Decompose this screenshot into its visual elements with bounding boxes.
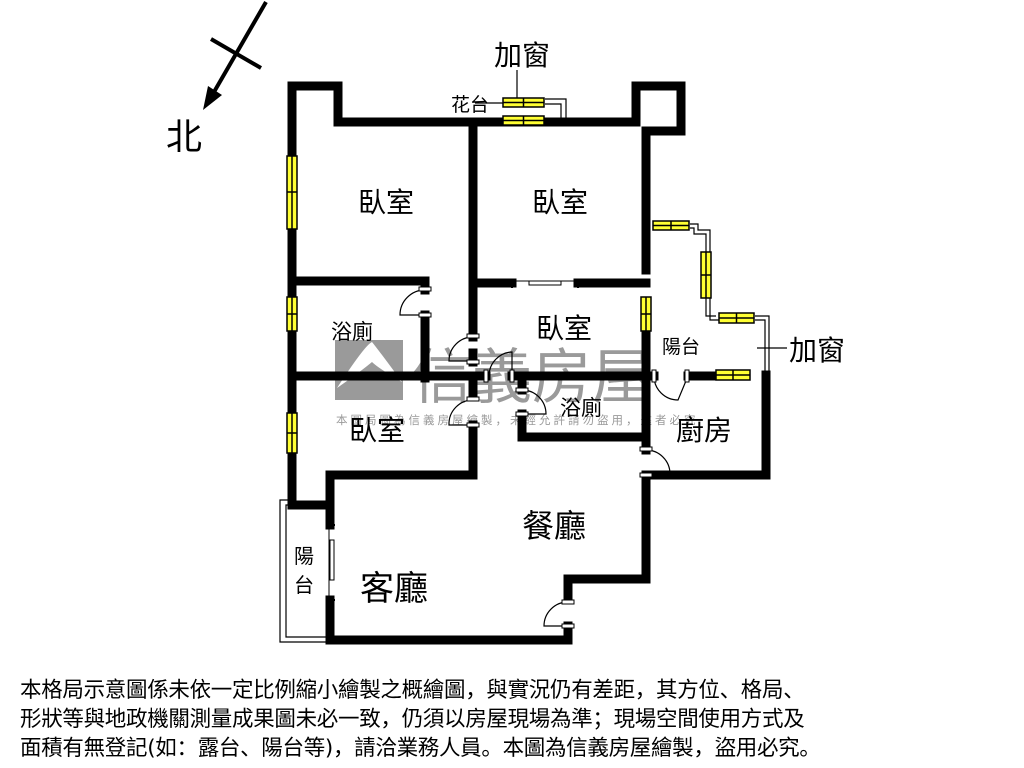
annotations: 加窗 花台 加窗 bbox=[451, 39, 845, 367]
annotation-planter: 花台 bbox=[451, 94, 489, 116]
window-top-outer bbox=[502, 97, 545, 108]
window-left-bathroom bbox=[286, 296, 298, 332]
annotation-add-window-top: 加窗 bbox=[494, 39, 550, 72]
window-bay-bottom bbox=[718, 312, 755, 324]
label-bathroom-center: 浴廁 bbox=[560, 396, 602, 420]
balcony-left-outline bbox=[279, 499, 330, 643]
label-balcony-right: 陽台 bbox=[662, 336, 700, 358]
room-labels: 臥室 臥室 臥室 臥室 浴廁 浴廁 陽台 廚房 餐廳 客廳 陽 台 bbox=[294, 186, 732, 609]
floor-plan: 信義房屋 本圖局圖為信義房屋繪製，未經允許請勿盜用，違者必究 北 bbox=[166, 0, 845, 645]
label-bedroom-top-right: 臥室 bbox=[532, 186, 588, 219]
label-bedroom-bottom-left: 臥室 bbox=[349, 414, 405, 447]
watermark-notice: 本圖局圖為信義房屋繪製，未經允許請勿盜用，違者必究 bbox=[336, 413, 699, 427]
label-bedroom-middle: 臥室 bbox=[536, 312, 592, 345]
door-hall[interactable] bbox=[488, 351, 513, 377]
disclaimer-caption: 本格局示意圖係未依一定比例縮小繪製之概繪圖，與實況仍有差距，其方位、格局、 形狀… bbox=[20, 676, 1020, 763]
door-jambs bbox=[418, 286, 690, 629]
window-bay-top bbox=[652, 220, 690, 231]
label-living-room: 客廳 bbox=[360, 569, 428, 609]
label-balcony-left-2: 台 bbox=[294, 573, 314, 597]
caption-line-3: 面積有無登記(如：露台、陽台等)，請洽業務人員。本圖為信義房屋繪製，盜用必究。 bbox=[20, 736, 821, 761]
window-left-bottom-bedroom bbox=[286, 412, 298, 454]
window-top-inner bbox=[502, 115, 545, 126]
north-arrow-icon: 北 bbox=[166, 0, 268, 158]
window-bay-side bbox=[700, 251, 712, 299]
compass-label: 北 bbox=[166, 117, 202, 158]
window-kitchen bbox=[715, 369, 751, 381]
windows bbox=[286, 97, 755, 454]
bay-window-outline bbox=[690, 223, 787, 375]
caption-line-1: 本格局示意圖係未依一定比例縮小繪製之概繪圖，與實況仍有差距，其方位、格局、 bbox=[20, 678, 805, 703]
label-dining-room: 餐廳 bbox=[522, 507, 586, 545]
label-kitchen: 廚房 bbox=[676, 414, 732, 447]
walls bbox=[287, 81, 771, 645]
watermark-logo-mark bbox=[337, 342, 402, 388]
window-left-top-bedroom bbox=[286, 155, 298, 230]
label-bedroom-top-left: 臥室 bbox=[358, 186, 414, 219]
window-right-middle-bedroom bbox=[640, 296, 652, 332]
label-bathroom-left: 浴廁 bbox=[331, 320, 373, 344]
planter-outline bbox=[475, 70, 567, 122]
sliding-doors bbox=[326, 279, 579, 601]
label-balcony-left-1: 陽 bbox=[294, 544, 314, 568]
annotation-add-window-right: 加窗 bbox=[789, 334, 845, 367]
door-balcony[interactable] bbox=[653, 375, 689, 401]
caption-line-2: 形狀等與地政機關測量成果圖未必一致，仍須以房屋現場為準；現場空間使用方式及 bbox=[20, 707, 805, 732]
